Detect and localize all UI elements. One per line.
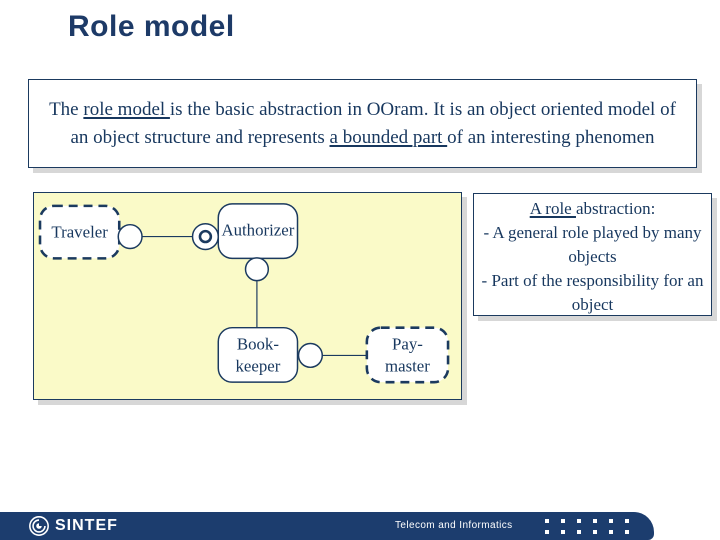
role-label-authorizer: Authorizer xyxy=(221,221,294,240)
role-box-traveler xyxy=(38,204,121,260)
dot xyxy=(561,530,565,534)
dot xyxy=(609,530,613,534)
definition-segment-underlined: a bounded part xyxy=(329,126,448,148)
port-circle-bookkeeper xyxy=(297,342,324,369)
dot xyxy=(593,519,597,523)
port-circle-traveler xyxy=(117,223,143,250)
role-box-paymaster xyxy=(365,326,450,384)
note-bullet-2: - Part of the responsibility for an obje… xyxy=(481,271,704,314)
sintef-swirl-icon xyxy=(29,516,49,536)
definition-text-box: The role model is the basic abstraction … xyxy=(28,79,697,168)
port-circle-authorizer-bottom xyxy=(244,257,270,282)
role-box-bookkeeper xyxy=(217,326,299,383)
footer-dot-grid xyxy=(545,519,629,534)
dot xyxy=(577,519,581,523)
note-heading-rest: abstraction: xyxy=(575,199,656,218)
role-label-traveler: Traveler xyxy=(51,223,108,242)
dot xyxy=(561,519,565,523)
note-bullet-1: - A general role played by many objects xyxy=(483,223,702,266)
note-heading-underlined: A role xyxy=(529,199,576,218)
role-label-bookkeeper-line1: Book- xyxy=(237,334,279,353)
dot xyxy=(593,530,597,534)
definition-segment: The xyxy=(49,98,84,120)
note-heading: A role abstraction: xyxy=(479,197,706,221)
definition-segment-underlined: role model xyxy=(83,98,170,120)
dot xyxy=(577,530,581,534)
role-label-bookkeeper-line2: keeper xyxy=(235,356,280,375)
footer-department: Telecom and Informatics xyxy=(395,520,513,531)
dot xyxy=(625,519,629,523)
page-title: Role model xyxy=(68,10,235,43)
sintef-logo: SINTEF xyxy=(28,515,118,537)
port-circle-authorizer-outer xyxy=(191,222,220,251)
port-circle-authorizer-inner xyxy=(198,229,213,244)
footer-bar: SINTEF Telecom and Informatics xyxy=(0,512,654,540)
sintef-logo-text: SINTEF xyxy=(55,517,118,534)
dot xyxy=(609,519,613,523)
role-abstraction-note: A role abstraction: - A general role pla… xyxy=(473,193,712,316)
definition-segment: is the basic abstraction in OOram. It is… xyxy=(70,98,676,148)
definition-text: The role model is the basic abstraction … xyxy=(29,96,696,152)
dot xyxy=(625,530,629,534)
definition-segment: of an interesting phenomen xyxy=(447,126,655,148)
dot xyxy=(545,530,549,534)
role-label-paymaster-line1: Pay- xyxy=(392,334,423,353)
role-model-diagram: Traveler Authorizer Book- keeper Pay- ma… xyxy=(33,192,462,400)
dot xyxy=(545,519,549,523)
role-label-paymaster-line2: master xyxy=(385,356,430,375)
role-model-diagram-canvas: Traveler Authorizer Book- keeper Pay- ma… xyxy=(38,203,450,384)
